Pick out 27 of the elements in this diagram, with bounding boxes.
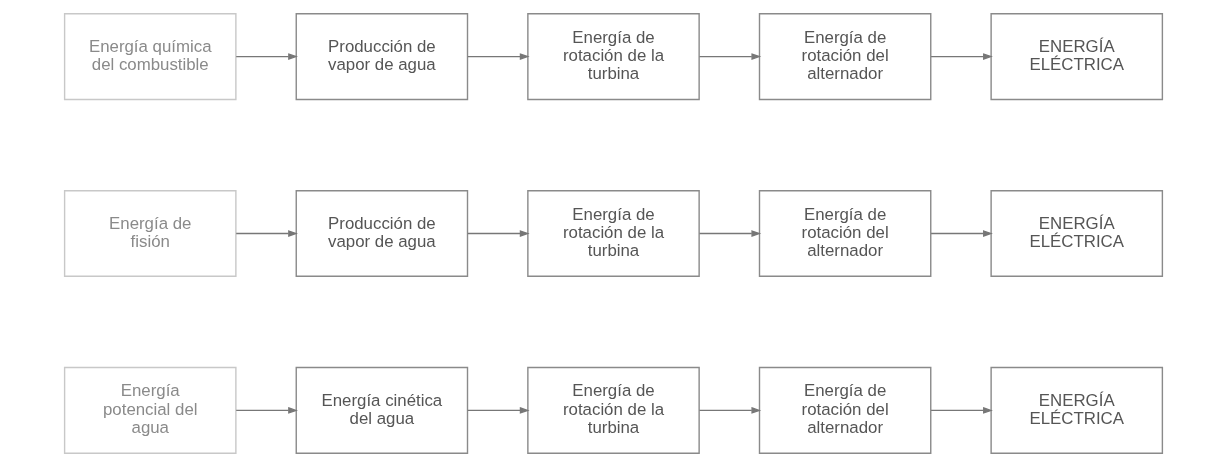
node-box: ENERGÍA ELÉCTRICA xyxy=(989,190,1163,277)
arrow xyxy=(929,406,993,414)
arrow xyxy=(698,53,761,61)
node-box: Energía de fisión xyxy=(63,190,237,277)
arrow xyxy=(235,406,298,414)
node-box: Energía de rotación de la turbina xyxy=(526,13,700,101)
node-box: Energía química del combustible xyxy=(63,13,237,101)
node-box: Energía de rotación del alternador xyxy=(758,13,931,101)
node-box: Energía de rotación del alternador xyxy=(758,190,931,277)
arrow xyxy=(466,406,530,414)
arrow xyxy=(235,230,298,237)
node-box: Energía de rotación de la turbina xyxy=(526,190,700,277)
node-box: Producción de vapor de agua xyxy=(295,190,468,277)
arrow xyxy=(698,230,761,237)
arrow xyxy=(929,230,993,237)
node-box: Energía de rotación del alternador xyxy=(758,366,931,454)
node-box: ENERGÍA ELÉCTRICA xyxy=(989,366,1163,454)
arrow xyxy=(466,53,530,61)
node-box: Energía de rotación de la turbina xyxy=(526,366,700,454)
node-box: Energía potencial del agua xyxy=(63,366,237,454)
node-box: ENERGÍA ELÉCTRICA xyxy=(989,13,1163,101)
node-box: Producción de vapor de agua xyxy=(295,13,468,101)
arrow xyxy=(466,230,530,237)
arrow xyxy=(235,53,298,61)
arrow xyxy=(698,406,761,414)
node-box: Energía cinética del agua xyxy=(295,366,468,454)
arrow xyxy=(929,53,993,61)
